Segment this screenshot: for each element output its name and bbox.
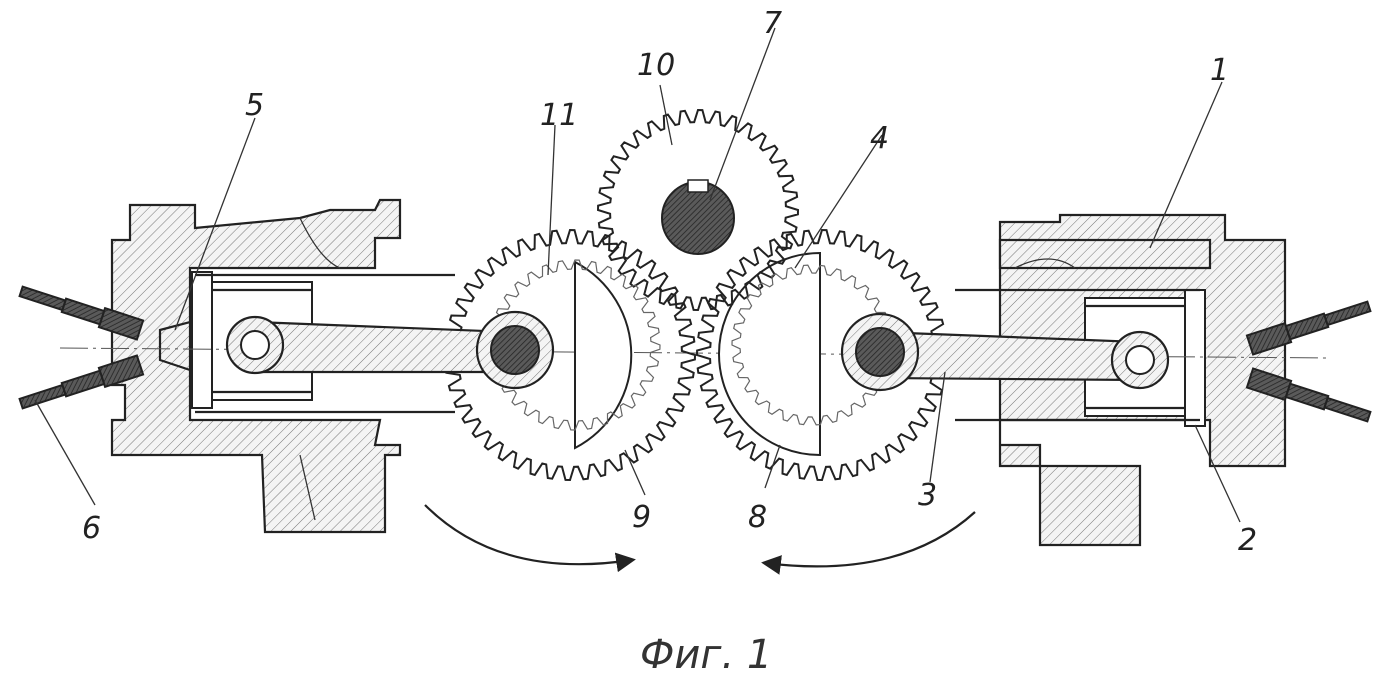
label-9: 9: [632, 500, 651, 535]
label-4: 4: [870, 121, 889, 156]
label-7: 7: [763, 6, 782, 41]
label-6: 6: [82, 511, 101, 546]
label-11: 11: [540, 98, 578, 133]
label-2: 2: [1238, 523, 1257, 558]
label-1: 1: [1210, 53, 1229, 88]
gear-train: [445, 110, 947, 480]
label-10: 10: [637, 48, 675, 83]
label-3: 3: [918, 478, 937, 513]
figure-caption: Фиг. 1: [640, 632, 772, 678]
curved-arrow-right-icon: [425, 505, 632, 564]
curved-arrow-left-icon: [765, 512, 975, 566]
label-5: 5: [245, 88, 264, 123]
drive-shaft: [662, 180, 734, 254]
label-8: 8: [748, 500, 767, 535]
